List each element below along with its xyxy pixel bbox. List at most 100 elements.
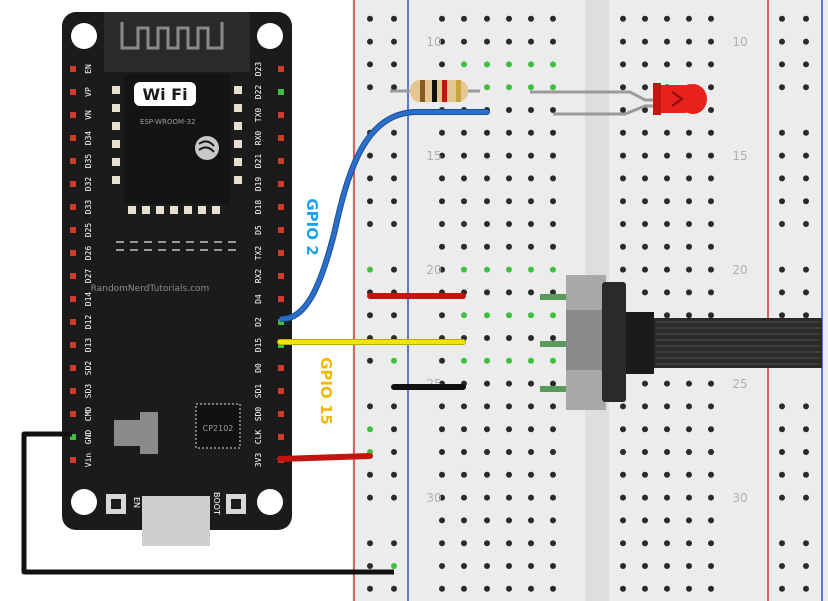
breadboard-hole: [708, 471, 714, 478]
breadboard-hole: [779, 38, 785, 45]
breadboard-hole: [461, 403, 467, 410]
breadboard-hole: [779, 84, 785, 91]
breadboard-hole: [642, 243, 648, 250]
pin-pad: [70, 411, 76, 417]
breadboard-hole: [528, 449, 534, 455]
breadboard-hole: [506, 107, 512, 113]
mount-hole: [257, 489, 283, 515]
breadboard-hole: [550, 61, 556, 68]
mount-hole: [71, 489, 97, 515]
breadboard-hole: [367, 357, 373, 364]
breadboard-hole: [642, 175, 648, 182]
pin-label: SD3: [84, 384, 93, 399]
breadboard-hole: [391, 129, 397, 136]
breadboard-hole: [642, 289, 648, 296]
breadboard-hole: [664, 585, 670, 592]
breadboard-hole: [803, 471, 809, 478]
breadboard-hole: [439, 403, 445, 410]
breadboard-hole: [367, 175, 373, 182]
breadboard-hole: [686, 129, 692, 136]
module-pad: [198, 206, 206, 214]
breadboard-hole: [686, 243, 692, 250]
pin-pad: [278, 158, 284, 164]
breadboard-hole: [528, 129, 534, 136]
module-pad: [184, 206, 192, 214]
breadboard-hole: [506, 61, 512, 68]
breadboard-hole: [550, 107, 556, 113]
pin-label: VP: [84, 87, 93, 97]
breadboard-hole: [528, 221, 534, 227]
breadboard-hole: [550, 585, 556, 592]
breadboard-hole: [367, 403, 373, 410]
breadboard-hole: [367, 84, 373, 91]
breadboard-hole: [506, 289, 512, 296]
pin-pad: [70, 250, 76, 256]
breadboard-hole: [664, 403, 670, 410]
espressif-logo-mark: [198, 140, 215, 153]
pin-label: D23: [254, 62, 263, 77]
breadboard-hole: [391, 312, 397, 319]
breadboard-hole: [803, 426, 809, 433]
breadboard-hole: [686, 471, 692, 478]
pin-pad: [70, 388, 76, 394]
breadboard-hole: [439, 38, 445, 45]
breadboard-hole: [803, 540, 809, 547]
pin-label: D15: [254, 338, 263, 353]
resistor-band: [432, 80, 437, 102]
pin-pad: [70, 66, 76, 72]
pin-pad: [70, 296, 76, 302]
pin-label: D34: [84, 131, 93, 146]
breadboard-hole: [664, 15, 670, 22]
breadboard-hole: [708, 563, 714, 569]
breadboard-hole: [506, 221, 512, 227]
pin-label: GND: [84, 430, 93, 445]
module-pad: [234, 158, 242, 166]
breadboard-hole: [528, 357, 534, 364]
breadboard-hole: [550, 289, 556, 296]
breadboard-hole: [620, 152, 626, 159]
breadboard-hole: [506, 563, 512, 569]
breadboard-hole: [528, 585, 534, 592]
breadboard-hole: [550, 471, 556, 478]
breadboard-hole: [642, 221, 648, 227]
breadboard-hole: [708, 494, 714, 501]
pin-label: D35: [84, 154, 93, 169]
row-number: 30: [732, 491, 747, 505]
breadboard-hole: [528, 289, 534, 296]
breadboard-hole: [550, 335, 556, 341]
breadboard-hole: [686, 175, 692, 182]
breadboard-hole: [779, 494, 785, 501]
en-button-label: EN: [132, 497, 141, 508]
breadboard-hole: [367, 494, 373, 501]
breadboard-hole: [550, 380, 556, 387]
wire-red-3v3: [277, 453, 373, 462]
breadboard-hole: [367, 198, 373, 205]
breadboard-hole: [642, 84, 648, 91]
breadboard-hole: [506, 426, 512, 433]
module-pad: [112, 104, 120, 112]
breadboard-hole: [803, 38, 809, 45]
pin-pad: [70, 112, 76, 118]
breadboard-hole: [506, 243, 512, 250]
row-number: 15: [426, 149, 441, 163]
breadboard-hole: [439, 266, 445, 273]
breadboard-hole: [506, 585, 512, 592]
pin-pad: [70, 181, 76, 187]
breadboard-hole: [708, 221, 714, 227]
breadboard-hole: [391, 221, 397, 227]
led-leg: [553, 104, 660, 116]
breadboard-hole: [484, 380, 490, 387]
breadboard-hole: [550, 221, 556, 227]
breadboard-hole: [779, 289, 785, 296]
breadboard-hole: [620, 175, 626, 182]
breadboard-hole: [779, 449, 785, 455]
breadboard-hole: [642, 129, 648, 136]
led: [530, 83, 707, 116]
breadboard-hole: [779, 563, 785, 569]
pin-label: TX2: [254, 246, 263, 261]
breadboard-hole: [484, 540, 490, 547]
breadboard-hole: [803, 175, 809, 182]
breadboard-hole: [664, 426, 670, 433]
breadboard-hole: [439, 198, 445, 205]
led-rim: [653, 83, 661, 115]
